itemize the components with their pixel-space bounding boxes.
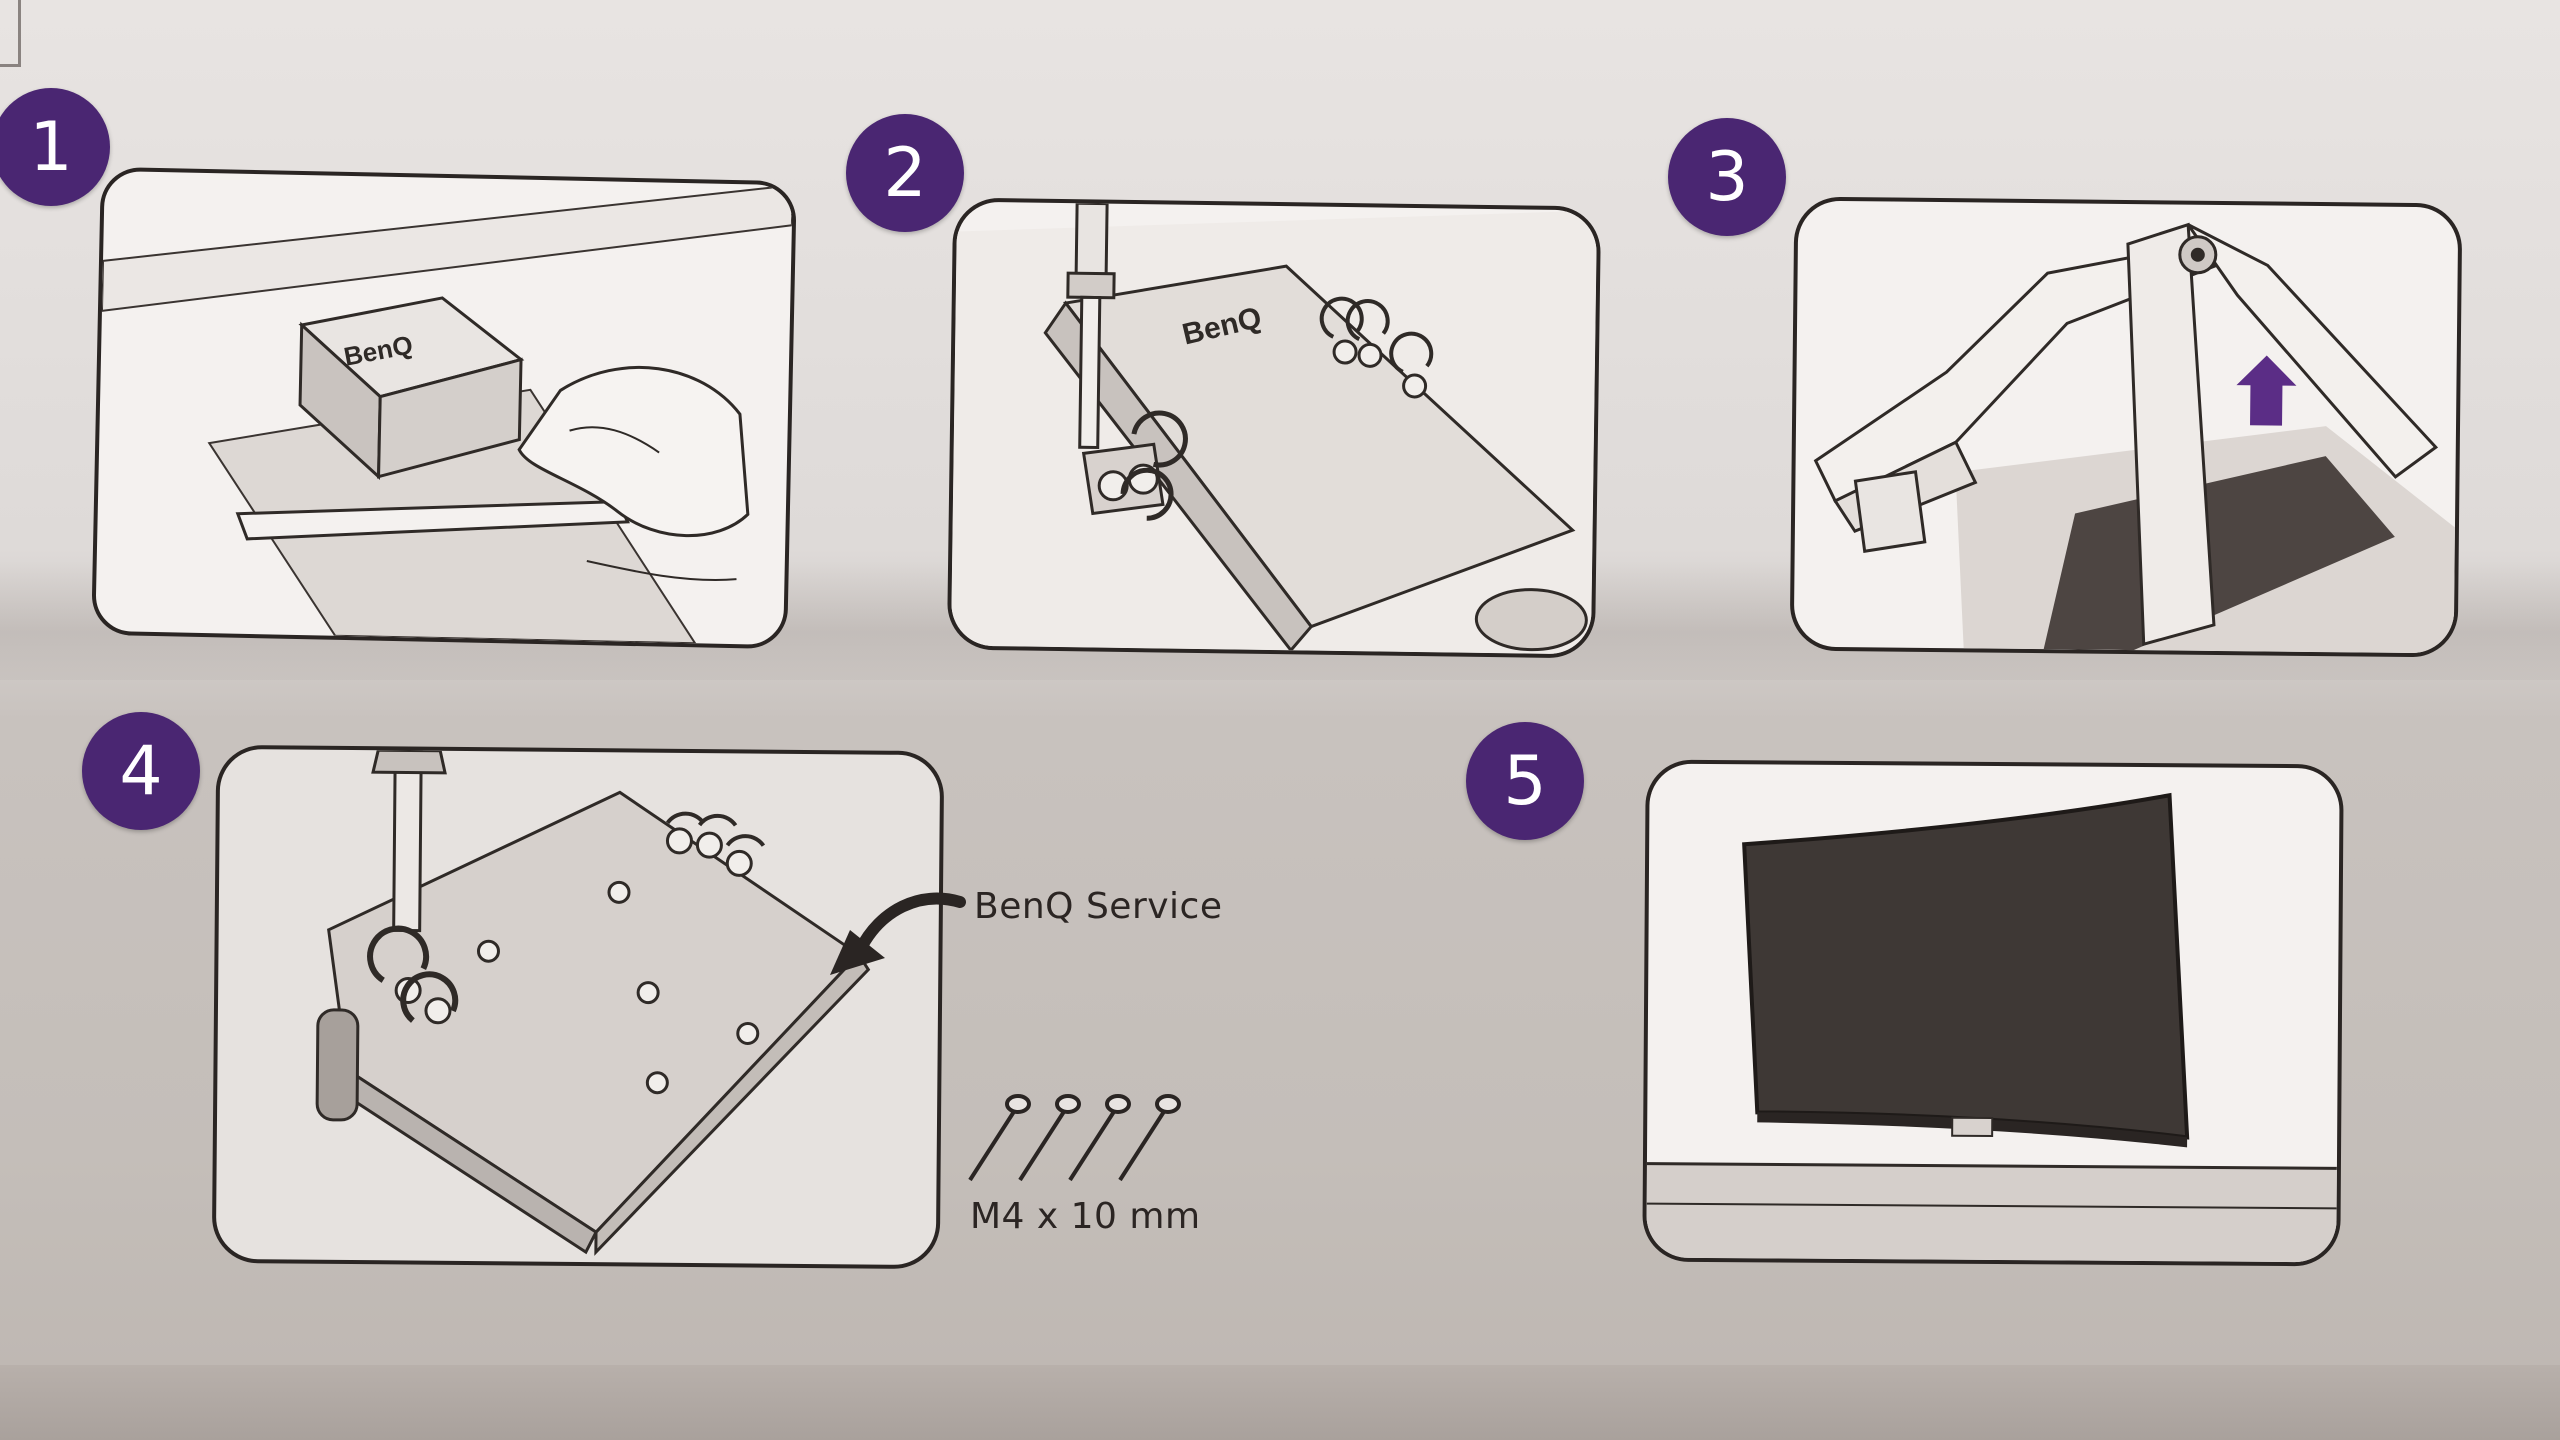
corner-mark xyxy=(0,0,21,67)
service-arrow-icon xyxy=(830,892,966,975)
step-2-drawing: BenQ xyxy=(950,201,1598,655)
step-3-badge: 3 xyxy=(1668,118,1786,236)
step-4-badge: 4 xyxy=(82,712,200,830)
step-5-number: 5 xyxy=(1503,741,1547,821)
service-label: BenQ Service xyxy=(974,886,1223,927)
step-1-badge: 1 xyxy=(0,88,110,206)
step-4-drawing xyxy=(315,748,871,1256)
step-4-number: 4 xyxy=(119,731,163,811)
monitor-screen xyxy=(1742,792,2190,1140)
step-3-number: 3 xyxy=(1705,137,1749,217)
step-5-badge: 5 xyxy=(1466,722,1584,840)
step-4-illustration xyxy=(211,744,945,1270)
step-2-illustration: BenQ xyxy=(946,197,1602,659)
step-5-drawing xyxy=(1646,792,2337,1263)
bottom-edge xyxy=(0,1365,2560,1440)
step-3-drawing xyxy=(1813,222,2455,654)
step-3-illustration xyxy=(1789,196,2463,658)
screw-spec-label: M4 x 10 mm xyxy=(970,1196,1201,1237)
step-1-illustration: BenQ xyxy=(91,166,797,650)
step-2-badge: 2 xyxy=(846,114,964,232)
step-1-drawing: BenQ xyxy=(100,184,793,645)
step-1-number: 1 xyxy=(29,107,73,187)
screws-icon xyxy=(968,1094,1181,1182)
step-5-illustration xyxy=(1642,759,2344,1267)
arrow-up-icon xyxy=(2236,355,2297,426)
step-2-number: 2 xyxy=(883,133,927,213)
